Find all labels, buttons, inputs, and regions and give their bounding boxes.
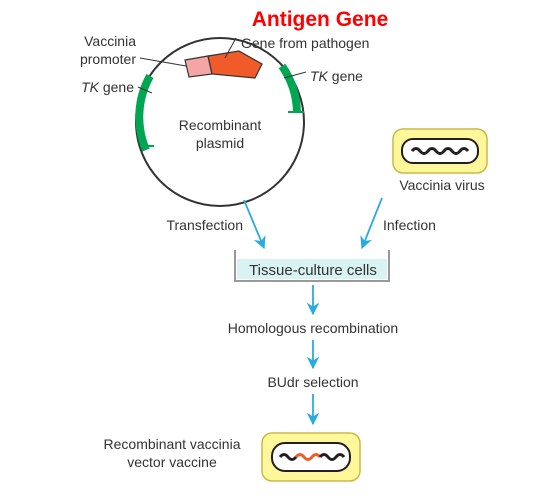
recombinant-label-line2: vector vaccine — [127, 454, 217, 470]
plasmid-label-line2: plasmid — [196, 135, 244, 151]
tk-italic-right: TK — [310, 68, 329, 84]
infection-label: Infection — [383, 217, 436, 233]
recombinant-virus-icon — [261, 432, 361, 482]
transfection-arrow — [243, 199, 266, 250]
vaccinia-virus-icon — [392, 128, 488, 174]
tissue-culture-dish — [234, 250, 390, 282]
tk-gene-right-segment — [278, 63, 301, 113]
tk-gene-word-right: gene — [328, 68, 363, 84]
vaccinia-label: Vaccinia — [84, 33, 136, 49]
tk-left-leader — [137, 86, 153, 94]
antigen-gene-block — [207, 50, 263, 79]
diagram-title: Antigen Gene — [252, 8, 389, 31]
gene-from-pathogen-leader — [224, 37, 237, 59]
gene-from-pathogen-label: Gene from pathogen — [241, 35, 369, 51]
vaccinia-virus-label: Vaccinia virus — [399, 177, 484, 193]
tk-gene-left-segment — [135, 74, 154, 152]
tk-gene-left-label: TK gene — [81, 79, 134, 95]
homologous-recombination-label: Homologous recombination — [228, 320, 398, 336]
transfection-label: Transfection — [166, 217, 243, 233]
budr-selection-label: BUdr selection — [267, 374, 358, 390]
promoter-label: promoter — [80, 51, 136, 67]
promoter-leader — [139, 57, 187, 67]
tissue-culture-label: Tissue-culture cells — [249, 262, 377, 279]
infection-arrow — [360, 197, 383, 250]
tk-italic-left: TK — [81, 79, 100, 95]
recombinant-label-line1: Recombinant vaccinia — [104, 436, 241, 452]
tk-right-leader — [283, 71, 307, 79]
tk-gene-right-label: TK gene — [310, 68, 363, 84]
plasmid-label-line1: Recombinant — [179, 117, 262, 133]
vaccinia-promoter-block — [184, 55, 213, 78]
tk-gene-word-left: gene — [99, 79, 134, 95]
